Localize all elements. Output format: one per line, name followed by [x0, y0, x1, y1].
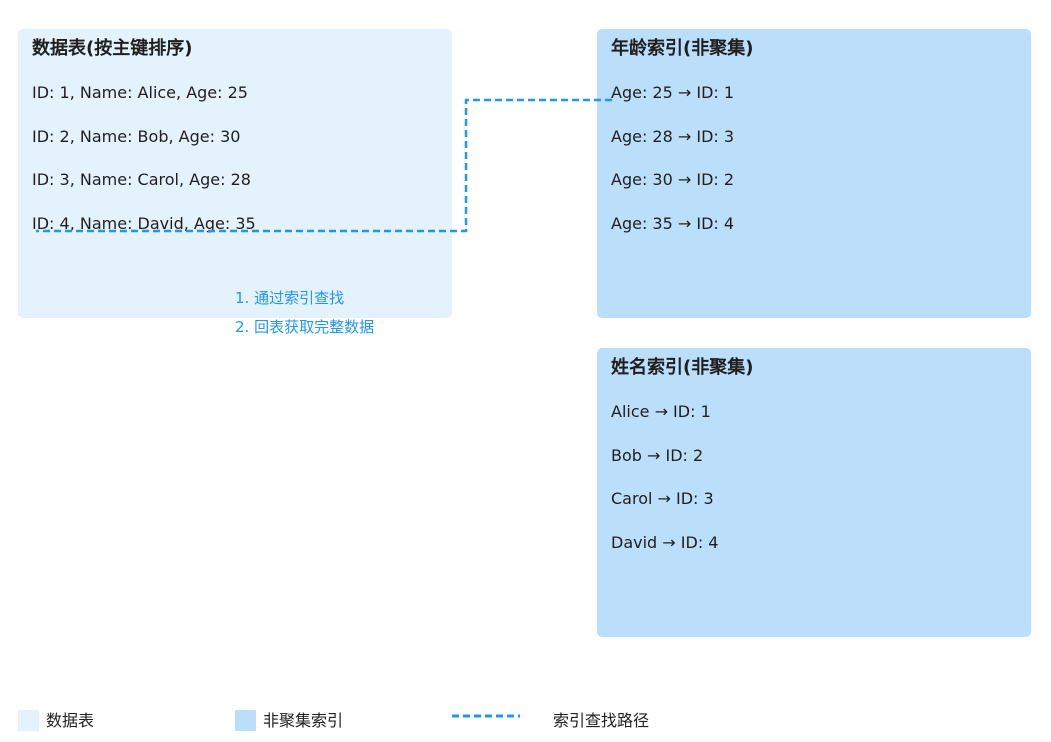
- name-index-title: 姓名索引(非聚集): [611, 357, 754, 378]
- data-table-panel: 数据表(按主键排序) ID: 1, Name: Alice, Age: 25 I…: [18, 29, 452, 318]
- index-row: David → ID: 4: [611, 532, 719, 552]
- index-row: Age: 35 → ID: 4: [611, 213, 735, 233]
- age-index-title: 年龄索引(非聚集): [611, 38, 754, 59]
- table-row: ID: 2, Name: Bob, Age: 30: [32, 126, 241, 146]
- table-row: ID: 1, Name: Alice, Age: 25: [32, 83, 248, 102]
- legend-table-swatch: [18, 710, 39, 731]
- index-row: Bob → ID: 2: [611, 445, 704, 465]
- index-row: Age: 25 → ID: 1: [611, 83, 735, 102]
- lookup-step-2: 2. 回表获取完整数据: [235, 318, 375, 336]
- index-row: Age: 30 → ID: 2: [611, 170, 735, 189]
- data-table-title: 数据表(按主键排序): [32, 38, 193, 59]
- legend-path-swatch: [452, 714, 520, 718]
- table-row: ID: 3, Name: Carol, Age: 28: [32, 170, 251, 189]
- legend-table-label: 数据表: [46, 711, 95, 730]
- index-row: Age: 28 → ID: 3: [611, 126, 735, 146]
- age-index-panel: 年龄索引(非聚集) Age: 25 → ID: 1 Age: 28 → ID: …: [597, 29, 1031, 318]
- legend-path-label: 索引查找路径: [553, 711, 650, 730]
- table-row: ID: 4, Name: David, Age: 35: [32, 213, 256, 233]
- lookup-step-1: 1. 通过索引查找: [235, 289, 345, 307]
- name-index-panel: 姓名索引(非聚集) Alice → ID: 1 Bob → ID: 2 Caro…: [597, 348, 1031, 637]
- legend-index-label: 非聚集索引: [263, 711, 344, 730]
- index-row: Carol → ID: 3: [611, 489, 714, 508]
- legend-index-swatch: [235, 710, 256, 731]
- index-row: Alice → ID: 1: [611, 402, 711, 421]
